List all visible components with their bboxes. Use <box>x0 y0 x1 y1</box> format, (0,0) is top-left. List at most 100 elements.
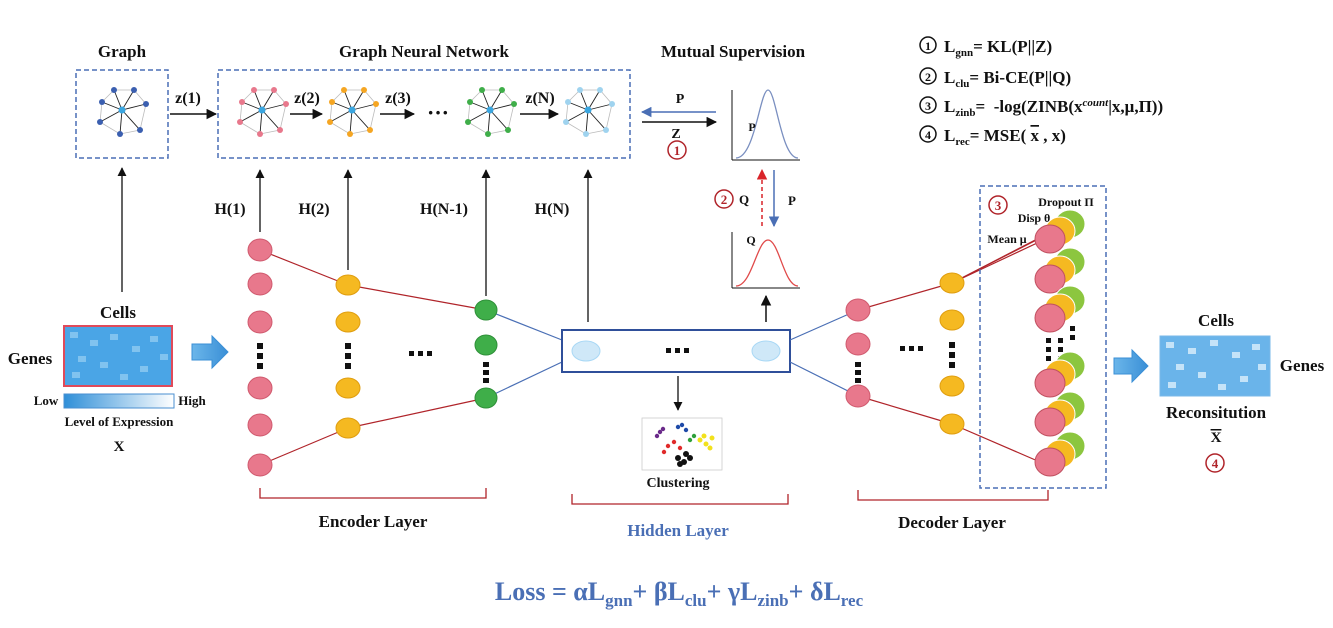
decoder-vdots-1 <box>855 362 861 383</box>
encoder-node <box>247 310 273 334</box>
output-big-arrow <box>1113 348 1149 384</box>
encoder-node <box>335 377 361 399</box>
decoder-node <box>939 309 965 331</box>
svg-text:Lclu= Bi-CE(P||Q): Lclu= Bi-CE(P||Q) <box>944 68 1071 90</box>
p-distribution-plot: P <box>731 89 800 161</box>
gnn-graph-icon-2 <box>327 87 379 137</box>
gnn-ellipsis: ··· <box>427 100 449 125</box>
decoder-node <box>939 272 965 294</box>
decoder-node <box>939 413 965 435</box>
input-graph-icon <box>97 87 149 137</box>
hidden-hdots <box>666 348 689 353</box>
encoder-node <box>247 376 273 400</box>
encoder-layer-3 <box>474 299 498 409</box>
hidden-node <box>571 340 601 362</box>
input-genes-label: Genes <box>8 349 53 368</box>
p-curve-label: P <box>748 120 755 134</box>
encoder-node <box>335 311 361 333</box>
clustering-plot <box>641 417 723 471</box>
encoder-vdots-2 <box>345 343 351 369</box>
zinb-stack <box>1034 285 1086 333</box>
graph-title: Graph <box>98 42 147 61</box>
loss-badge-1 <box>667 140 687 160</box>
svg-text:3: 3 <box>925 99 931 113</box>
decoder-vdots-2 <box>949 342 955 368</box>
q-curve-label: Q <box>746 233 755 247</box>
loss-item-gnn: 1 Lgnn= KL(P||Z) <box>919 36 1052 59</box>
svg-text:Lzinb= -log(ZINB(xcount|x,μ,Π: Lzinb= -log(ZINB(xcount|x,μ,Π)) <box>944 97 1163 119</box>
gnn-graph-icon-3 <box>465 87 517 137</box>
decoder-bracket <box>857 490 1049 501</box>
encoder-node <box>247 238 273 262</box>
encoder-layer-label: Encoder Layer <box>319 512 428 531</box>
output-xbar-label: X <box>1211 430 1222 446</box>
loss-item-zinb: 3 Lzinb= -log(ZINB(xcount|x,μ,Π)) <box>919 96 1163 119</box>
hidden-node <box>751 340 781 362</box>
decoder-node <box>845 298 871 322</box>
encoder-connections <box>259 249 487 466</box>
expression-level-bar <box>63 393 175 409</box>
p-arrow-label-2: P <box>788 193 796 208</box>
gnn-title: Graph Neural Network <box>339 42 510 61</box>
mutual-supervision-title: Mutual Supervision <box>661 42 806 61</box>
h-label: H(2) <box>298 201 329 218</box>
zinb-stack <box>1034 431 1086 477</box>
input-heatmap-cells <box>70 332 168 380</box>
hidden-decoder-connections <box>789 309 859 397</box>
output-cells-label: Cells <box>1198 311 1234 330</box>
loss-badge-1-number: 1 <box>674 143 681 158</box>
h-label: H(N-1) <box>420 201 468 218</box>
loss-item-rec: 4 Lrec= MSE( x , x) <box>919 125 1066 148</box>
decoder-node <box>845 384 871 408</box>
encoder-node <box>474 334 498 356</box>
svg-text:Lrec= MSE( x , x): Lrec= MSE( x , x) <box>944 126 1066 148</box>
decoder-layer-2 <box>939 272 965 435</box>
encoder-layer-1 <box>247 238 273 477</box>
encoder-node <box>247 453 273 477</box>
zinb-stack <box>1034 247 1086 294</box>
total-loss-equation: Loss = αLgnn+ βLclu+ γLzinb+ δLrec <box>495 577 864 610</box>
output-genes-label: Genes <box>1280 356 1325 375</box>
svg-text:2: 2 <box>925 70 931 84</box>
graph-box <box>75 69 169 159</box>
decoder-layer-1 <box>845 298 871 408</box>
zinb-box <box>979 185 1107 489</box>
input-x-label: X <box>114 439 125 455</box>
hidden-layer-label: Hidden Layer <box>627 521 729 540</box>
level-of-expression-label: Level of Expression <box>65 414 175 429</box>
decoder-node <box>939 375 965 397</box>
encoder-vdots-1 <box>257 343 263 369</box>
decoder-layer-label: Decoder Layer <box>898 513 1006 532</box>
zinb-stack <box>1034 391 1086 437</box>
zinb-stack <box>1034 351 1086 398</box>
svg-text:4: 4 <box>925 128 931 142</box>
legend-low: Low <box>34 393 59 408</box>
svg-text:Lgnn= KL(P||Z): Lgnn= KL(P||Z) <box>944 37 1052 59</box>
loss-badge-4 <box>1205 453 1225 473</box>
gnn-box <box>217 69 631 159</box>
loss-badge-3 <box>988 195 1008 215</box>
loss-badge-3-number: 3 <box>995 198 1002 213</box>
encoder-node <box>474 387 498 409</box>
gnn-step-label: z(2) <box>294 90 320 107</box>
loss-badge-4-number: 4 <box>1212 456 1219 471</box>
loss-badge-2 <box>714 189 734 209</box>
output-heatmap-cells <box>1166 340 1266 390</box>
decoder-connections <box>857 221 1071 463</box>
loss-badge-2-number: 2 <box>721 192 728 207</box>
h-label: H(1) <box>214 201 245 218</box>
encoder-vdots-3 <box>483 362 489 383</box>
dropout-label: Dropout Π <box>1038 195 1094 209</box>
svg-text:1: 1 <box>925 39 931 53</box>
encoder-node <box>335 417 361 439</box>
disp-label: Disp θ <box>1018 211 1051 225</box>
encoder-layer-2 <box>335 274 361 439</box>
decoder-hdots <box>900 346 923 351</box>
q-arrow-label: Q <box>739 192 749 207</box>
gnn-step-label: z(3) <box>385 90 411 107</box>
encoder-node <box>247 272 273 296</box>
q-distribution-plot: Q <box>731 232 800 289</box>
gnn-step-label: z(N) <box>525 90 554 107</box>
zinb-stack <box>1034 209 1086 254</box>
